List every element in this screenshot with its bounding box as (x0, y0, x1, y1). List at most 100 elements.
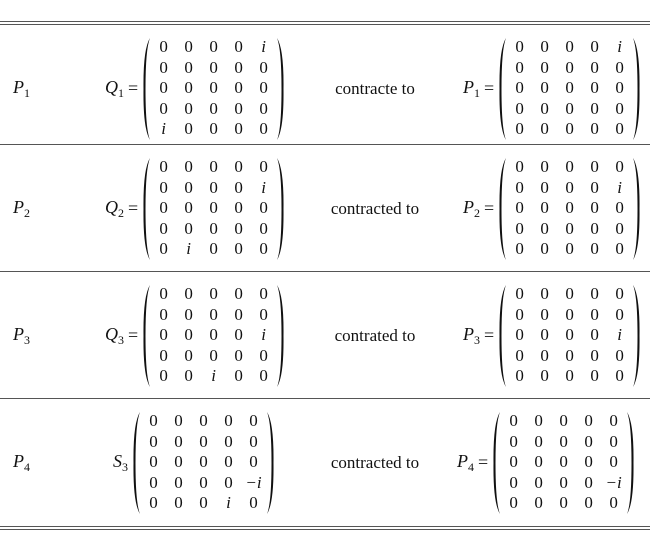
bottom-rule (0, 526, 650, 527)
matrix-entry: 0 (515, 57, 524, 77)
matrix-entry: 0 (565, 57, 574, 77)
matrix-entry: 0 (559, 472, 568, 492)
matrix-entry: 0 (540, 366, 549, 386)
matrix-entry: 0 (615, 78, 624, 98)
matrix-entry: 0 (584, 452, 593, 472)
lhs-matrix-name: Q2 (105, 196, 124, 220)
matrix-entry: 0 (559, 431, 568, 451)
matrix-entry: 0 (234, 177, 243, 197)
matrix-entry: 0 (199, 411, 208, 431)
matrix-entry: 0 (515, 345, 524, 365)
matrix-entry: 0 (224, 472, 233, 492)
matrix-entry: 0 (234, 98, 243, 118)
matrix-entry: 0 (149, 472, 158, 492)
matrix-entry: 0 (234, 304, 243, 324)
matrix-entry: 0 (184, 304, 193, 324)
matrix-entry: 0 (149, 452, 158, 472)
matrix-entry: 0 (565, 198, 574, 218)
matrix-entry: 0 (509, 493, 518, 513)
matrix-entry: i (261, 325, 267, 345)
matrix-entry: 0 (590, 198, 599, 218)
rhs-matrix-subscript: 1 (474, 85, 480, 100)
matrix-entry: 0 (615, 218, 624, 238)
rhs-matrix-subscript: 2 (474, 205, 480, 220)
matrix-entry: 0 (590, 218, 599, 238)
matrix-entry: 0 (515, 304, 524, 324)
matrix-entry: 0 (184, 177, 193, 197)
matrix-entry: i (261, 177, 267, 197)
matrix-entry: 0 (584, 472, 593, 492)
matrix-entry: 0 (590, 157, 599, 177)
rhs-matrix-name: P2 (463, 196, 480, 220)
matrix-entry: 0 (199, 452, 208, 472)
matrix-entry: 0 (534, 411, 543, 431)
relation-text: contracted to (330, 452, 420, 472)
equals-sign: = (478, 452, 489, 472)
left-paren (499, 37, 507, 140)
matrix-entry: 0 (534, 493, 543, 513)
matrix-entry: 0 (590, 239, 599, 259)
matrix-entry: i (261, 37, 267, 57)
matrix-entry: 0 (234, 57, 243, 77)
matrix-entry: i (617, 325, 623, 345)
lhs-matrix-subscript: 3 (118, 332, 124, 347)
matrix-entry: 0 (615, 157, 624, 177)
matrix-entry: 0 (184, 284, 193, 304)
matrix-entry: i (617, 37, 623, 57)
matrix-entry: 0 (615, 57, 624, 77)
left-paren (143, 37, 151, 140)
row-label: P4 (13, 450, 30, 474)
matrix-entry: 0 (540, 218, 549, 238)
matrix-entry: 0 (174, 493, 183, 513)
matrix-entry: 0 (515, 98, 524, 118)
matrix-entry: 0 (224, 452, 233, 472)
matrix-entry: i (161, 119, 167, 139)
row-label: P2 (13, 196, 30, 220)
matrix-entry: 0 (534, 452, 543, 472)
matrix-entry: 0 (209, 157, 218, 177)
matrix-entry: 0 (159, 177, 168, 197)
matrix-entry: 0 (615, 98, 624, 118)
matrix-entry: 0 (159, 239, 168, 259)
rhs-matrix-name: P3 (463, 323, 480, 347)
matrix-entry: 0 (540, 325, 549, 345)
row-divider (0, 144, 650, 145)
matrix-entry: 0 (534, 472, 543, 492)
top-rule (0, 21, 650, 22)
matrix-entry: 0 (565, 325, 574, 345)
right-paren (277, 157, 284, 260)
matrix-entry: −i (245, 472, 262, 492)
row-label-subscript: 3 (24, 332, 30, 347)
matrix-entry: 0 (515, 78, 524, 98)
matrix-entry: 0 (149, 493, 158, 513)
left-paren (499, 284, 507, 387)
matrix-entry: 0 (159, 304, 168, 324)
